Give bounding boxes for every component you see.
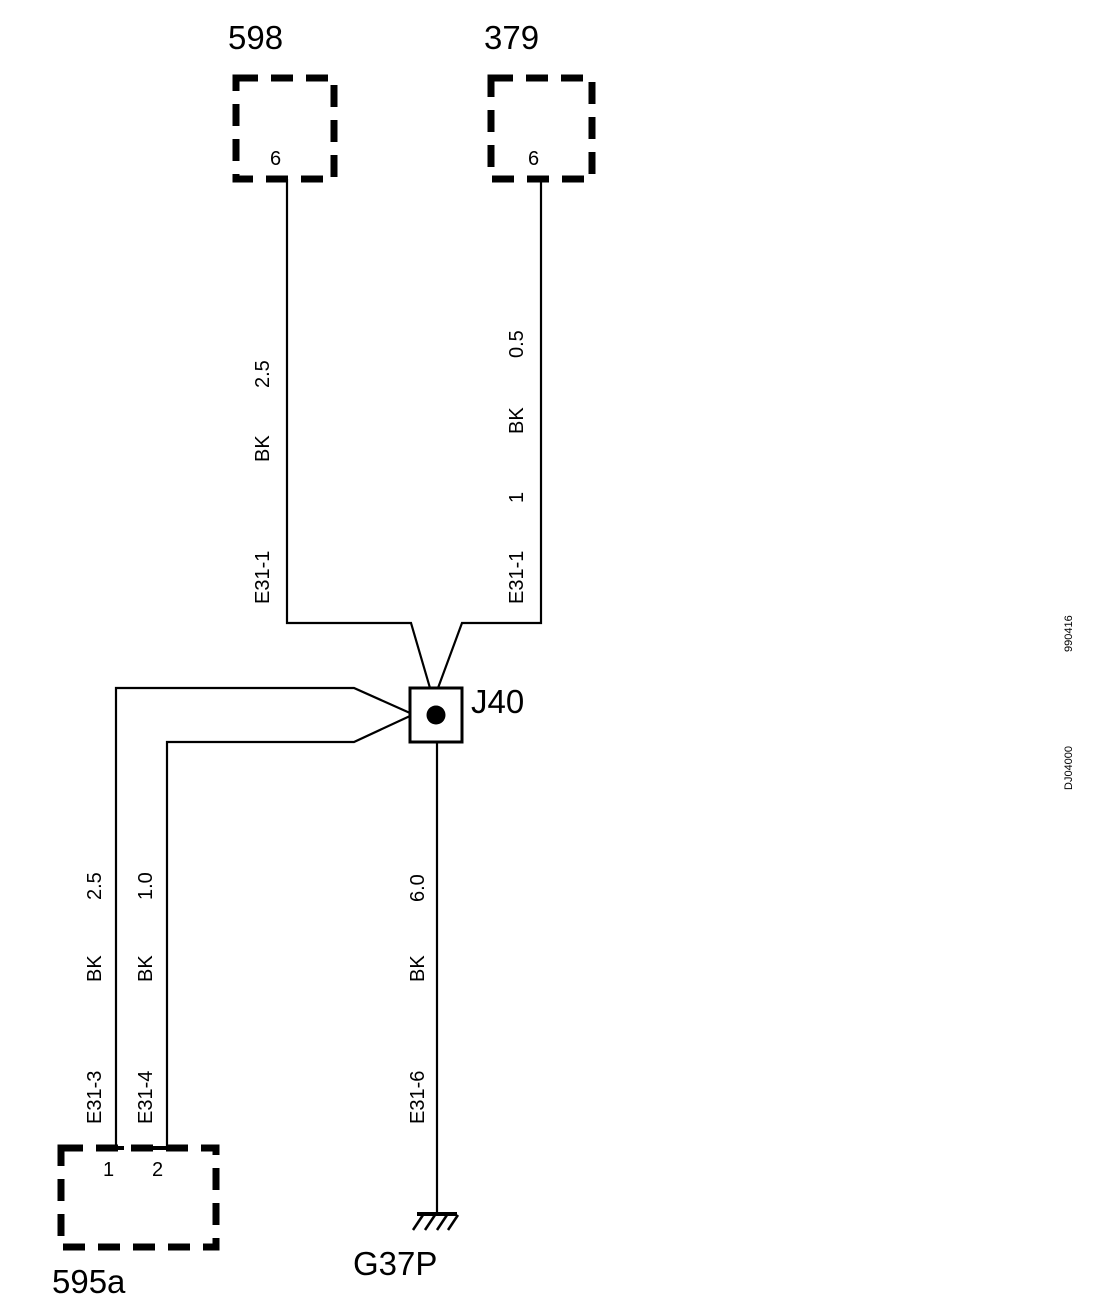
wire-ground-connector: E31-6 [407, 1071, 429, 1124]
wire-595a-pin-2-path [165, 715, 411, 1148]
wire-379-pos: 1 [506, 492, 528, 503]
component-595a-pin-1: 1 [103, 1159, 114, 1181]
wire-595a-pin-1-color: BK [84, 955, 106, 982]
wire-595a-pin-1-connector: E31-3 [84, 1071, 106, 1124]
component-379-pin: 6 [528, 148, 539, 170]
component-595a[interactable]: 595a 1 2 [52, 1144, 220, 1300]
side-code-top: 990416 [1063, 615, 1075, 652]
wire-598[interactable]: E31-1 BK 2.5 [252, 179, 432, 689]
wire-379-gauge: 0.5 [506, 330, 528, 358]
wire-ground-color: BK [407, 955, 429, 982]
wire-595a-pin-2-connector: E31-4 [135, 1071, 157, 1124]
splice-j40[interactable]: J40 [408, 683, 524, 744]
ground-g37p[interactable]: G37P [353, 1212, 460, 1282]
wire-595a-pin-2-color: BK [135, 955, 157, 982]
wire-598-connector: E31-1 [252, 551, 274, 604]
splice-j40-label: J40 [471, 683, 524, 720]
wire-595a-pin-1[interactable]: E31-3 BK 2.5 [84, 686, 411, 1148]
wire-595a-pin-1-path [114, 686, 411, 1148]
ground-tick-3 [435, 1214, 449, 1231]
wire-595a-pin-2-gauge: 1.0 [135, 872, 157, 900]
component-595a-label: 595a [52, 1263, 126, 1300]
wire-379[interactable]: E31-1 1 BK 0.5 [436, 179, 543, 689]
component-598-box [232, 74, 338, 183]
wire-598-gauge: 2.5 [252, 360, 274, 388]
wire-598-color: BK [252, 435, 274, 462]
component-379[interactable]: 379 6 [484, 19, 596, 183]
ground-g37p-label: G37P [353, 1245, 437, 1282]
wire-ground[interactable]: E31-6 BK 6.0 [407, 742, 439, 1214]
wire-379-connector: E31-1 [506, 551, 528, 604]
component-598-label: 598 [228, 19, 283, 56]
wire-595a-pin-2[interactable]: E31-4 BK 1.0 [135, 715, 411, 1148]
wire-ground-gauge: 6.0 [407, 874, 429, 902]
component-379-label: 379 [484, 19, 539, 56]
wire-379-color: BK [506, 407, 528, 434]
ground-tick-2 [423, 1214, 437, 1231]
component-379-box [487, 74, 596, 183]
wire-595a-pin-1-gauge: 2.5 [84, 872, 106, 900]
component-598-pin: 6 [270, 148, 281, 170]
component-595a-pin-2: 2 [152, 1159, 163, 1181]
wire-598-path [285, 179, 432, 689]
component-595a-box [57, 1144, 220, 1251]
splice-j40-dot [426, 705, 446, 725]
component-598[interactable]: 598 6 [228, 19, 338, 183]
ground-tick-4 [446, 1214, 460, 1231]
ground-tick-1 [411, 1214, 425, 1231]
side-code-bottom: DJ04000 [1063, 746, 1075, 790]
wire-379-path [436, 179, 543, 689]
